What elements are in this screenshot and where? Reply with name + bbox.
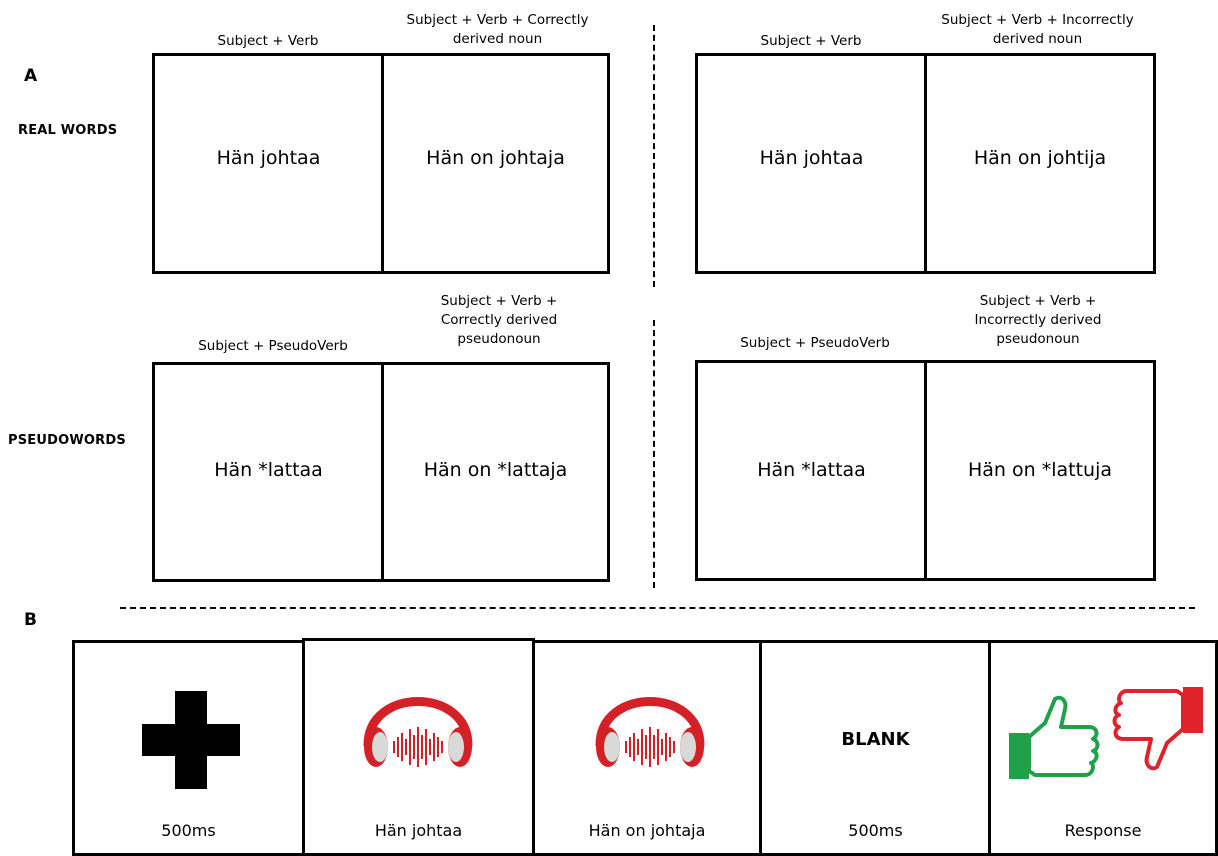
caption-incorrect-pseudonoun: Subject + Verb + Incorrectly derived pse… bbox=[974, 293, 1102, 347]
caption-subject-verb-right: Subject + Verb bbox=[760, 33, 862, 49]
vertical-divider-top bbox=[653, 25, 655, 287]
stimulus-text: Hän on johtija bbox=[973, 147, 1107, 169]
stimulus-text: Hän on *lattuja bbox=[967, 459, 1112, 481]
sequence-box-verb: Hän johtaa bbox=[302, 638, 535, 856]
thumbs-up-icon bbox=[1009, 695, 1100, 779]
sequence-box-response: Response bbox=[988, 640, 1218, 856]
sequence-label: 500ms bbox=[161, 821, 216, 840]
panel-a-label: A bbox=[24, 66, 38, 86]
stimulus-text: Hän on johtaja bbox=[426, 147, 565, 169]
caption-subject-verb: Subject + Verb bbox=[217, 33, 319, 49]
vertical-divider-bottom bbox=[653, 320, 655, 588]
sequence-box-fixation: 500ms bbox=[72, 640, 305, 856]
caption-correct-noun: Subject + Verb + Correctly derived noun bbox=[406, 12, 589, 47]
sequence-label: Hän on johtaja bbox=[588, 821, 706, 840]
sequence-box-blank: BLANK 500ms bbox=[759, 640, 992, 856]
stimulus-box-real-correct-1: Hän johtaa bbox=[152, 53, 385, 274]
stimulus-box-pseudo-incorrect-1: Hän *lattaa bbox=[695, 360, 928, 581]
row-label-real-words: REAL WORDS bbox=[18, 123, 118, 138]
panel-b-label: B bbox=[24, 610, 37, 630]
stimulus-text: Hän on *lattaja bbox=[423, 459, 568, 481]
row-label-pseudowords: PSEUDOWORDS bbox=[8, 433, 126, 448]
sequence-label: 500ms bbox=[848, 821, 903, 840]
fixation-cross-icon bbox=[142, 691, 240, 789]
stimulus-box-real-incorrect-2: Hän on johtija bbox=[924, 53, 1156, 274]
horizontal-divider bbox=[120, 607, 1195, 609]
stimulus-text: Hän johtaa bbox=[759, 147, 864, 169]
stimulus-box-pseudo-correct-2: Hän on *lattaja bbox=[381, 362, 610, 582]
stimulus-box-real-incorrect-1: Hän johtaa bbox=[695, 53, 928, 274]
headphones-icon bbox=[363, 697, 473, 767]
stimulus-box-pseudo-correct-1: Hän *lattaa bbox=[152, 362, 385, 582]
caption-subject-pseudoverb-right: Subject + PseudoVerb bbox=[740, 335, 890, 351]
stimulus-text: Hän *lattaa bbox=[214, 459, 323, 481]
stimulus-text: Hän *lattaa bbox=[757, 459, 866, 481]
sequence-label: Hän johtaa bbox=[374, 821, 463, 840]
stimulus-text: Hän johtaa bbox=[216, 147, 321, 169]
stimulus-box-real-correct-2: Hän on johtaja bbox=[381, 53, 610, 274]
sequence-box-noun: Hän on johtaja bbox=[532, 640, 762, 856]
blank-heading: BLANK bbox=[841, 729, 910, 750]
thumbs-down-icon bbox=[1112, 687, 1203, 771]
caption-correct-pseudonoun: Subject + Verb + Correctly derived pseud… bbox=[440, 293, 558, 347]
headphones-icon bbox=[595, 697, 705, 767]
sequence-label: Response bbox=[1064, 821, 1142, 840]
caption-incorrect-noun: Subject + Verb + Incorrectly derived nou… bbox=[941, 12, 1134, 47]
stimulus-box-pseudo-incorrect-2: Hän on *lattuja bbox=[924, 360, 1156, 581]
caption-subject-pseudoverb: Subject + PseudoVerb bbox=[198, 338, 348, 354]
